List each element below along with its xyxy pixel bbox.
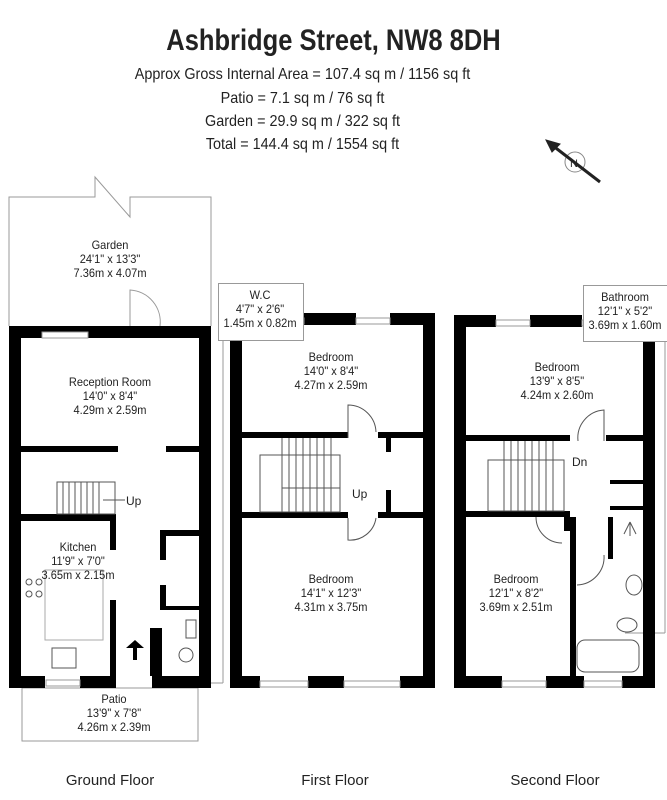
room-reception: Reception Room 14'0" x 8'4" 4.29m x 2.59… xyxy=(69,375,151,417)
room-name: Kitchen xyxy=(59,540,97,554)
room-metric: 4.29m x 2.59m xyxy=(73,403,147,417)
room-name: Bedroom xyxy=(493,572,539,586)
bathroom-label-box xyxy=(583,285,667,342)
room-imperial: 12'1" x 5'2" xyxy=(597,304,653,318)
stairs-down-label: Dn xyxy=(572,455,588,469)
stairs-up-label: Up xyxy=(352,487,368,501)
room-bedroom-4: Bedroom 12'1" x 8'2" 3.69m x 2.51m xyxy=(479,572,552,614)
area-patio: Patio = 7.1 sq m / 76 sq ft xyxy=(220,90,385,107)
floor-label-ground: Ground Floor xyxy=(65,772,155,789)
ground-stairs xyxy=(25,481,197,669)
second-floor-walls xyxy=(454,315,655,688)
room-bedroom-3: Bedroom 13'9" x 8'5" 4.24m x 2.60m xyxy=(520,360,593,402)
room-name: Reception Room xyxy=(68,375,152,389)
garden-outline xyxy=(8,175,212,327)
room-name: W.C xyxy=(249,288,271,302)
room-name: Bathroom xyxy=(601,290,649,304)
room-name: Garden xyxy=(91,238,129,252)
area-internal: Approx Gross Internal Area = 107.4 sq m … xyxy=(134,66,471,83)
room-metric: 4.31m x 3.75m xyxy=(294,600,368,614)
room-metric: 7.36m x 4.07m xyxy=(73,266,147,280)
room-metric: 4.24m x 2.60m xyxy=(520,388,594,402)
room-imperial: 13'9" x 7'8" xyxy=(86,706,142,720)
page-title: Ashbridge Street, NW8 8DH xyxy=(166,24,501,57)
svg-text:N: N xyxy=(570,158,578,170)
room-name: Bedroom xyxy=(308,572,354,586)
room-imperial: 13'9" x 8'5" xyxy=(529,374,585,388)
room-bedroom-2: Bedroom 14'1" x 12'3" 4.31m x 3.75m xyxy=(294,572,367,614)
room-name: Bedroom xyxy=(308,350,354,364)
room-imperial: 12'1" x 8'2" xyxy=(488,586,544,600)
floor-label-first: First Floor xyxy=(301,772,369,789)
room-imperial: 14'0" x 8'4" xyxy=(82,389,138,403)
compass-icon: N xyxy=(545,139,601,184)
room-garden: Garden 24'1" x 13'3" 7.36m x 4.07m xyxy=(73,238,146,280)
stairs-up-label: Up xyxy=(126,494,142,508)
floor-label-second: Second Floor xyxy=(510,772,600,789)
room-kitchen: Kitchen 11'9" x 7'0" 3.65m x 2.15m xyxy=(41,540,114,582)
room-wc: W.C 4'7" x 2'6" 1.45m x 0.82m xyxy=(223,288,296,330)
room-name: Patio xyxy=(101,692,127,706)
room-metric: 3.69m x 2.51m xyxy=(479,600,553,614)
room-metric: 4.27m x 2.59m xyxy=(294,378,368,392)
area-total: Total = 144.4 sq m / 1554 sq ft xyxy=(205,136,400,153)
second-stairs xyxy=(487,409,643,673)
room-metric: 3.65m x 2.15m xyxy=(41,568,115,582)
room-metric: 1.45m x 0.82m xyxy=(223,316,297,330)
room-imperial: 14'1" x 12'3" xyxy=(300,586,362,600)
room-imperial: 11'9" x 7'0" xyxy=(51,554,105,568)
area-garden: Garden = 29.9 sq m / 322 sq ft xyxy=(205,113,400,130)
room-imperial: 4'7" x 2'6" xyxy=(235,302,285,316)
room-name: Bedroom xyxy=(534,360,580,374)
room-bathroom: Bathroom 12'1" x 5'2" 3.69m x 1.60m xyxy=(588,290,661,332)
room-metric: 3.69m x 1.60m xyxy=(588,318,662,332)
first-stairs xyxy=(259,404,377,541)
entrance-arrow-icon xyxy=(126,640,144,660)
room-metric: 4.26m x 2.39m xyxy=(77,720,151,734)
room-patio: Patio 13'9" x 7'8" 4.26m x 2.39m xyxy=(77,692,150,734)
room-imperial: 24'1" x 13'3" xyxy=(79,252,141,266)
room-imperial: 14'0" x 8'4" xyxy=(303,364,359,378)
wc-label-box xyxy=(218,283,304,341)
room-bedroom-1: Bedroom 14'0" x 8'4" 4.27m x 2.59m xyxy=(294,350,367,392)
first-floor-walls xyxy=(230,313,435,688)
